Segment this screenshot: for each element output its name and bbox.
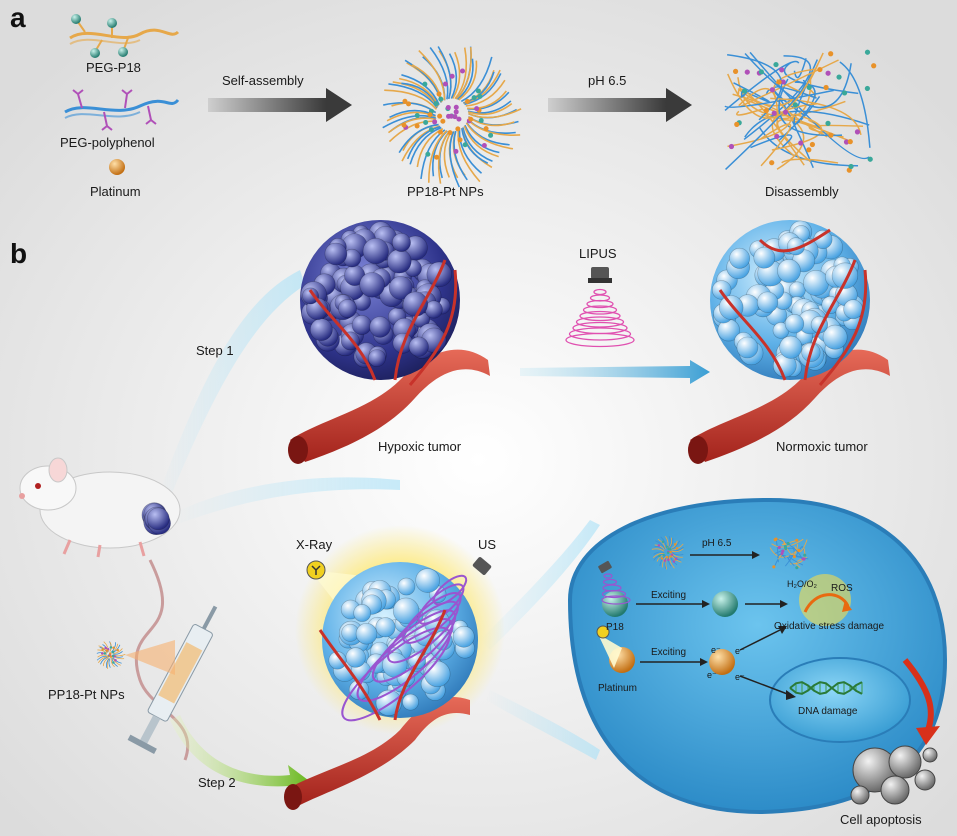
- exciting-platinum-label: Exciting: [651, 647, 687, 658]
- self-assembly-arrow: [208, 88, 352, 122]
- apoptotic-cell-icon: [850, 745, 938, 805]
- cell-nanoparticle-icon: [651, 535, 684, 570]
- syringe-glow: [125, 640, 175, 675]
- cell-ph-label: pH 6.5: [702, 538, 732, 549]
- dna-damage-label: DNA damage: [798, 706, 858, 717]
- step1-label: Step 1: [196, 343, 234, 358]
- platinum-label: Platinum: [598, 683, 637, 694]
- electron-label-3: e⁻: [707, 670, 717, 680]
- excited-platinum-icon: [709, 649, 735, 675]
- electron-label-4: e⁻: [735, 672, 745, 682]
- disassembly-network: [724, 49, 877, 173]
- cell-disassembly-icon: [769, 537, 809, 570]
- oxidative-stress-label: Oxidative stress damage: [774, 621, 885, 632]
- syringe-nanoparticle-icon: [96, 641, 126, 670]
- normoxic-tumor-illustration: [688, 220, 890, 464]
- treatment-tumor-illustration: [284, 525, 505, 810]
- p18-label: P18: [606, 622, 624, 633]
- legend-peg-p18: PEG-P18: [86, 60, 141, 75]
- h2o-o2-label: H₂O/O₂: [787, 579, 817, 589]
- ros-burst-icon: [799, 574, 852, 626]
- nanoparticle-label: PP18-Pt NPs: [407, 184, 484, 199]
- disassembly-label: Disassembly: [765, 184, 839, 199]
- us-label: US: [478, 537, 497, 552]
- light-beams: [155, 270, 600, 760]
- normoxic-tumor-label: Normoxic tumor: [776, 439, 868, 454]
- cell-apoptosis-label: Cell apoptosis: [840, 812, 922, 827]
- ros-label: ROS: [831, 583, 853, 594]
- lipus-transducer-icon: [565, 267, 635, 348]
- electron-label-1: e⁻: [711, 645, 721, 655]
- xray-label: X-Ray: [296, 537, 333, 552]
- legend-platinum: Platinum: [90, 184, 141, 199]
- cell-illustration: [567, 497, 948, 815]
- hypoxic-tumor-illustration: [288, 220, 490, 464]
- lipus-label: LIPUS: [579, 246, 617, 261]
- syringe-np-label: PP18-Pt NPs: [48, 687, 125, 702]
- mouse-illustration: [19, 457, 190, 761]
- us-transducer-icon: [472, 557, 492, 575]
- electron-label-2: e⁻: [735, 646, 745, 656]
- self-assembly-label: Self-assembly: [222, 73, 304, 88]
- dna-icon: [789, 681, 863, 695]
- peg-p18-icon: [69, 14, 180, 58]
- platinum-legend-icon: [109, 159, 125, 175]
- panel-b-letter: b: [10, 238, 28, 269]
- arrow-ph-label: pH 6.5: [588, 73, 627, 88]
- syringe-illustration: [127, 605, 218, 755]
- panel-a-letter: a: [10, 2, 26, 33]
- excited-p18-icon: [712, 591, 738, 617]
- hypoxic-tumor-label: Hypoxic tumor: [378, 439, 462, 454]
- ph-arrow: [548, 88, 692, 122]
- peg-polyphenol-icon: [64, 89, 180, 131]
- legend-peg-polyphenol: PEG-polyphenol: [60, 135, 155, 150]
- step2-label: Step 2: [198, 775, 236, 790]
- step1-arrow: [520, 360, 710, 384]
- pp18-pt-nanoparticle: [382, 46, 522, 188]
- exciting-p18-label: Exciting: [651, 590, 687, 601]
